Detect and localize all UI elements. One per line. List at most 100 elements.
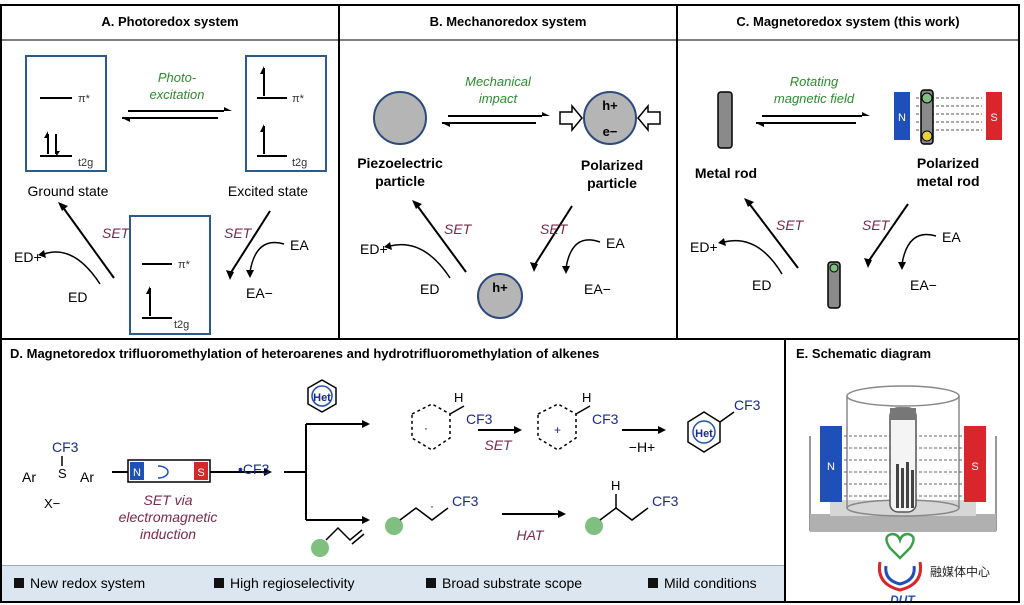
- ea-anion-label-c: EA−: [910, 277, 937, 293]
- cf3-label-1: CF3: [466, 411, 493, 427]
- bullet-icon: [14, 578, 24, 588]
- panel-a-title: A. Photoredox system: [101, 14, 239, 29]
- polar-label-1: Polarized: [581, 157, 643, 173]
- magnet-s-label-e: S: [971, 461, 978, 473]
- cf3-label-4: CF3: [452, 493, 479, 509]
- beaker: [846, 385, 960, 407]
- panel-b-mechanoredox: B. Mechanoredox system Piezoelectric par…: [338, 4, 678, 340]
- radical-dot: ·: [424, 421, 428, 435]
- magnet-south-e: [964, 426, 986, 502]
- ea-label-a: EA: [290, 237, 309, 253]
- ed-label-a: ED: [68, 289, 87, 305]
- cf3-radical-label: •CF3: [238, 461, 270, 477]
- metal-rod: [717, 91, 733, 149]
- bullet-icon: [214, 578, 224, 588]
- ed-cation-label-a: ED+: [14, 249, 42, 265]
- set-label-a1: SET: [102, 225, 131, 241]
- bullet-icon: [426, 578, 436, 588]
- set-via-label-3: induction: [140, 526, 196, 542]
- ea-anion-label-b: EA−: [584, 281, 611, 297]
- feature-mild-conditions: Mild conditions: [648, 575, 757, 591]
- impact-arrow-left: [559, 103, 583, 133]
- rotating-field-label-2: magnetic field: [774, 91, 855, 106]
- ed-cation-label-c: ED+: [690, 239, 718, 255]
- photo-excitation-label-1: Photo-: [158, 70, 197, 85]
- panel-c-magnetoredox: C. Magnetoredox system (this work) Metal…: [676, 4, 1020, 340]
- magnet-n-label-c: N: [898, 112, 906, 124]
- logo-text: 融媒体中心: [930, 564, 990, 579]
- mechanical-impact-label-2: impact: [479, 91, 519, 106]
- rotating-field-label-1: Rotating: [790, 74, 839, 89]
- bullet-icon: [648, 578, 658, 588]
- mechanical-impact-label-1: Mechanical: [465, 74, 532, 89]
- logo-abbr: DUT: [890, 593, 916, 603]
- dut-logo: DUT 融媒体中心: [877, 532, 990, 603]
- h-label-1: H: [454, 390, 463, 405]
- feature-new-redox: New redox system: [14, 575, 145, 591]
- ground-state-label: Ground state: [28, 183, 109, 199]
- t2g-label-3: t2g: [174, 319, 189, 331]
- panel-e-diagram: N S: [809, 385, 997, 532]
- oxidized-particle: [477, 273, 523, 319]
- set-label-b2: SET: [540, 221, 569, 237]
- magnet-n-label-e: N: [827, 461, 835, 473]
- excited-state-label: Excited state: [228, 183, 308, 199]
- alkyl-radical-dot: ·: [430, 499, 434, 513]
- panel-a-photoredox: A. Photoredox system π* t2g π* t2g Photo…: [0, 4, 340, 340]
- magnet-north: [894, 92, 910, 140]
- polar-label-2: particle: [587, 175, 637, 191]
- h-label-2: H: [582, 390, 591, 405]
- ed-label-b: ED: [420, 281, 439, 297]
- ea-anion-label-a: EA−: [246, 285, 273, 301]
- ar-left-label: Ar: [22, 469, 36, 485]
- panel-e-title: E. Schematic diagram: [796, 346, 932, 361]
- panel-a-diagram: π* t2g π* t2g Photo- excitation Ground s…: [2, 39, 338, 335]
- em-rotor: [127, 459, 211, 483]
- radical-intermediate: [411, 403, 451, 451]
- ar-right-label: Ar: [80, 469, 94, 485]
- het-label-1: Het: [313, 392, 331, 404]
- set-label-c1: SET: [776, 217, 805, 233]
- piezo-label-2: particle: [375, 173, 425, 189]
- photo-excitation-label-2: excitation: [150, 87, 205, 102]
- panel-d-title: D. Magnetoredox trifluoromethylation of …: [10, 346, 600, 361]
- magnet-north-e: [820, 426, 842, 502]
- set-via-label-1: SET via: [143, 492, 192, 508]
- magnet-south: [986, 92, 1002, 140]
- polar-rod-label-2: metal rod: [916, 173, 979, 189]
- piezo-label-1: Piezoelectric: [357, 155, 443, 171]
- hat-label: HAT: [517, 527, 545, 543]
- panel-e-schematic: E. Schematic diagram N S D: [784, 338, 1020, 603]
- set-via-label-2: electromagnetic: [119, 509, 218, 525]
- em-n-label: N: [133, 467, 141, 479]
- feature-regioselectivity: High regioselectivity: [214, 575, 355, 591]
- oxidized-rod: [827, 261, 841, 309]
- alkene-substituent: [311, 539, 329, 557]
- x-anion-label: X−: [44, 496, 60, 511]
- h-label-3: H: [611, 478, 620, 493]
- ea-label-b: EA: [606, 235, 625, 251]
- polarized-particle: [583, 91, 637, 145]
- panel-b-title: B. Mechanoredox system: [429, 14, 587, 29]
- panel-c-title: C. Magnetoredox system (this work): [736, 14, 960, 29]
- pi-star-label-1: π*: [78, 93, 91, 105]
- em-s-label: S: [197, 467, 204, 479]
- minus-h-label: −H+: [629, 439, 655, 455]
- alkyl-radical-substituent: [385, 517, 403, 535]
- reduced-state-box: [129, 215, 211, 335]
- set-label-a2: SET: [224, 225, 253, 241]
- sulfur-label: S: [58, 466, 67, 481]
- cf3-reagent-label: CF3: [52, 439, 79, 455]
- ed-cation-label-b: ED+: [360, 241, 388, 257]
- cf3-label-2: CF3: [592, 411, 619, 427]
- metal-rod-label: Metal rod: [695, 165, 757, 181]
- hplus-label-b1: h+: [602, 98, 618, 113]
- stirrer-base: [810, 514, 996, 532]
- magnet-s-label-c: S: [990, 112, 997, 124]
- t2g-label-2: t2g: [292, 157, 307, 169]
- eminus-label-b: e−: [603, 124, 618, 139]
- ed-label-c: ED: [752, 277, 771, 293]
- excited-state-box: [245, 55, 327, 172]
- panel-b-diagram: Piezoelectric particle Mechanical impact…: [340, 39, 676, 319]
- pi-star-label-2: π*: [292, 93, 305, 105]
